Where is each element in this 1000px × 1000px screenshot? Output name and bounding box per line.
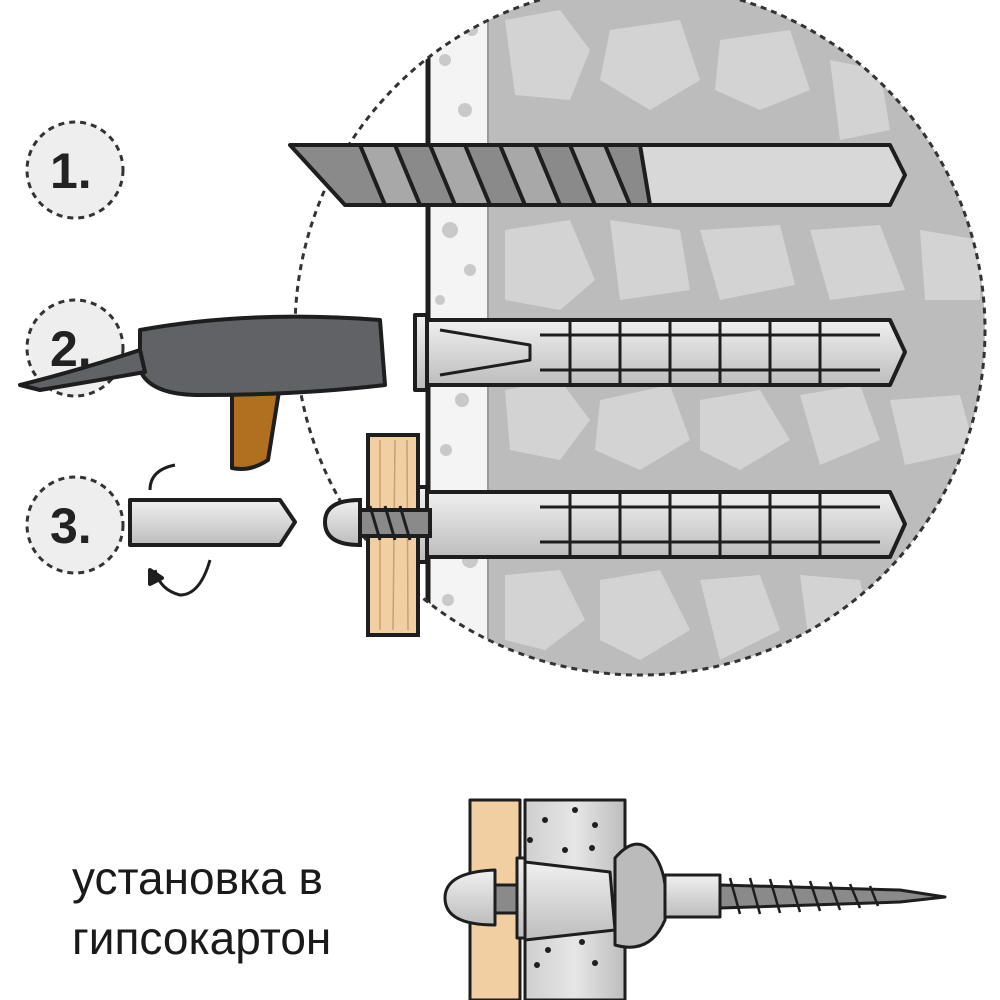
dowel-upper bbox=[413, 313, 907, 392]
step-3-badge: 3. bbox=[25, 475, 125, 575]
drill-icon bbox=[288, 143, 907, 207]
drywall-detail bbox=[443, 798, 947, 1000]
screw bbox=[322, 497, 432, 548]
dowel-lower bbox=[413, 485, 907, 564]
screwdriver-icon bbox=[128, 463, 297, 597]
caption-line-2: гипсокартон bbox=[72, 912, 332, 964]
stones bbox=[505, 10, 980, 660]
caption-line-1: установка в bbox=[72, 852, 323, 904]
step-1-badge: 1. bbox=[25, 120, 125, 220]
step-3-label: 3. bbox=[50, 498, 92, 554]
hammer-icon bbox=[18, 314, 387, 471]
step-1-label: 1. bbox=[50, 143, 92, 199]
